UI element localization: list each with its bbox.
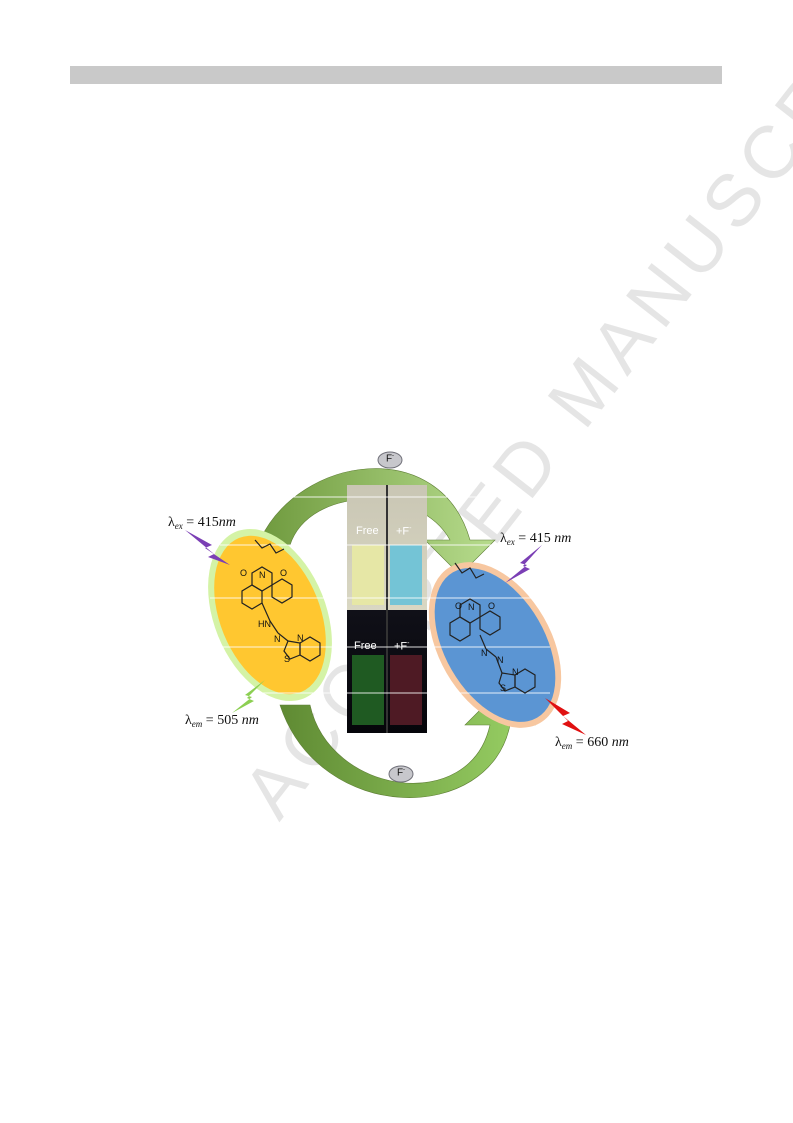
right-atom-n: N — [468, 602, 475, 612]
right-excitation-label: λex = 415 nm — [500, 531, 572, 547]
left-excitation-label: λex = 415nm — [168, 515, 236, 531]
left-atom-n3: N — [297, 633, 304, 643]
top-bubble — [377, 451, 403, 469]
top-bubble-label: F- — [385, 453, 395, 465]
right-emission-label: λem = 660 nm — [555, 735, 629, 751]
right-emission-bolt — [545, 698, 586, 735]
right-atom-s: S — [500, 683, 506, 693]
right-atom-n2: N — [481, 648, 488, 658]
header-bar — [70, 66, 722, 84]
vial-f-top — [390, 545, 422, 605]
left-excitation-bolt — [185, 530, 230, 565]
bottom-bubble — [388, 765, 414, 783]
right-molecule — [449, 562, 536, 694]
right-atom-o1: O — [455, 601, 462, 611]
figure-graphic: O N O HN N N S O N O N N N S — [185, 451, 586, 798]
top-arrow — [259, 468, 496, 576]
right-atom-n3: N — [497, 655, 504, 665]
vial-label-f-top: +F- — [396, 525, 412, 538]
left-atom-s: S — [284, 654, 290, 664]
left-atom-o1: O — [240, 568, 247, 578]
left-emission-bolt — [232, 680, 265, 713]
right-atom-o2: O — [488, 601, 495, 611]
left-molecule — [241, 539, 321, 662]
vial-free-top — [352, 545, 384, 605]
vial-label-f-bottom: +F- — [394, 640, 410, 653]
left-atom-hn: HN — [258, 619, 271, 629]
graphical-abstract-figure: O N O HN N N S O N O N N N S Free +F- Fr… — [150, 445, 670, 805]
vial-label-free-top: Free — [356, 525, 379, 537]
vial-label-free-bottom: Free — [354, 640, 377, 652]
right-atom-n4: N — [512, 667, 519, 677]
left-atom-n2: N — [274, 634, 281, 644]
left-emission-label: λem = 505 nm — [185, 713, 259, 729]
left-ellipse — [214, 535, 326, 695]
right-ellipse — [434, 568, 556, 722]
vial-f-bottom — [390, 655, 422, 725]
left-atom-n: N — [259, 570, 266, 580]
vial-free-bottom — [352, 655, 384, 725]
left-atom-o2: O — [280, 568, 287, 578]
right-excitation-bolt — [505, 545, 542, 583]
bottom-bubble-label: F- — [396, 767, 406, 779]
